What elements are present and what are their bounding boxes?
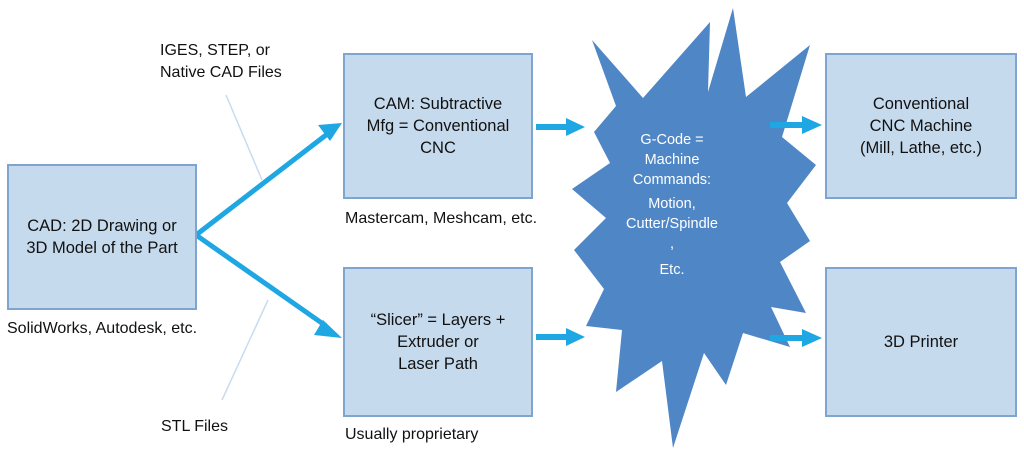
gcode-line: Machine [644, 152, 700, 168]
printer-box-line1: 3D Printer [883, 333, 959, 351]
cam-box-line1: CAM: Subtractive [373, 95, 503, 113]
slicer-box: “Slicer” = Layers + Extruder or Laser Pa… [343, 267, 533, 417]
cam-tools-caption: Mastercam, Meshcam, etc. [345, 210, 538, 227]
gcode-starburst [572, 8, 816, 448]
arrow-cam-to-gcode [536, 124, 568, 130]
arrowhead-gcode-to-cnc [802, 116, 822, 134]
cad-box-line1: CAD: 2D Drawing or [27, 217, 177, 235]
gcode-line: Cutter/Spindle [626, 216, 718, 232]
iges-callout-line [225, 94, 263, 181]
cam-box-line3: CNC [420, 139, 456, 157]
arrow-slicer-to-gcode [536, 334, 568, 340]
gcode-line: Commands: [632, 172, 712, 188]
cnc-machine-line3: (Mill, Lathe, etc.) [860, 139, 982, 157]
gcode-line: Motion, [648, 196, 696, 212]
arrowhead-cam-to-gcode [566, 118, 585, 136]
cnc-machine-line2: CNC Machine [869, 117, 973, 135]
stl-callout-line [221, 299, 269, 401]
gcode-line: Etc. [659, 262, 685, 278]
iges-label-line2: Native CAD Files [160, 64, 282, 81]
arrow-gcode-to-printer [770, 335, 804, 341]
slicer-box-line1: “Slicer” = Layers + [370, 311, 506, 329]
cam-box-line2: Mfg = Conventional [366, 117, 510, 135]
arrowhead-slicer-to-gcode [566, 328, 585, 346]
slicer-box-line3: Laser Path [398, 355, 478, 373]
arrowhead-gcode-to-printer [802, 329, 822, 347]
slicer-tools-caption: Usually proprietary [345, 426, 479, 443]
cnc-machine-box: Conventional CNC Machine (Mill, Lathe, e… [825, 53, 1017, 199]
gcode-line: G-Code = [640, 132, 704, 148]
arrowhead-cad-to-slicer [314, 320, 342, 338]
stl-files-label: STL Files [161, 418, 228, 435]
gcode-line: , [669, 236, 675, 252]
arrow-gcode-to-cnc [770, 122, 804, 128]
cad-box-line2: 3D Model of the Part [26, 239, 178, 257]
printer-box: 3D Printer [825, 267, 1017, 417]
gcode-text: G-Code = Machine Commands: Motion, Cutte… [612, 130, 732, 280]
arrow-cad-to-slicer [194, 232, 328, 329]
iges-label-line1: IGES, STEP, or [160, 42, 270, 59]
slicer-box-line2: Extruder or [397, 333, 479, 351]
cad-box: CAD: 2D Drawing or 3D Model of the Part [7, 164, 197, 310]
cnc-machine-line1: Conventional [872, 95, 970, 113]
cad-tools-caption: SolidWorks, Autodesk, etc. [7, 320, 198, 337]
cam-box: CAM: Subtractive Mfg = Conventional CNC [343, 53, 533, 199]
iges-step-label: IGES, STEP, or Native CAD Files [160, 40, 282, 84]
arrowhead-cad-to-cam [318, 123, 342, 141]
arrow-cad-to-cam [194, 133, 328, 237]
